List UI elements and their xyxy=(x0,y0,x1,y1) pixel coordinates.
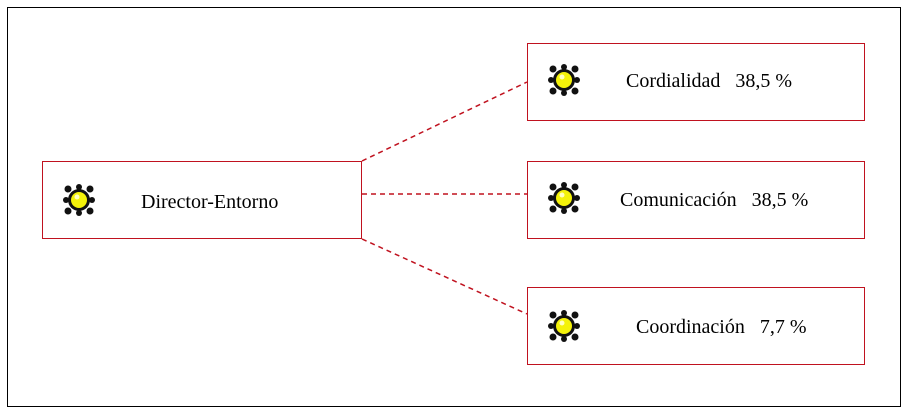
connector-coordinacion xyxy=(361,238,528,315)
connectors xyxy=(361,81,528,315)
node-coordinacion: Coordinación 7,7 % xyxy=(527,287,865,365)
node-label: Director-Entorno xyxy=(141,191,279,213)
connector-cordialidad xyxy=(361,81,528,162)
star-badge-icon xyxy=(548,182,580,214)
star-badge-icon xyxy=(63,184,95,216)
node-comunicacion: Comunicación 38,5 % xyxy=(527,161,865,239)
star-badge-icon xyxy=(548,310,580,342)
node-director-entorno: Director-Entorno xyxy=(42,161,362,239)
node-label: Coordinación 7,7 % xyxy=(636,316,807,338)
node-label: Cordialidad 38,5 % xyxy=(626,70,793,92)
star-badge-icon xyxy=(548,64,580,96)
node-label: Comunicación 38,5 % xyxy=(620,189,809,211)
node-cordialidad: Cordialidad 38,5 % xyxy=(527,43,865,121)
